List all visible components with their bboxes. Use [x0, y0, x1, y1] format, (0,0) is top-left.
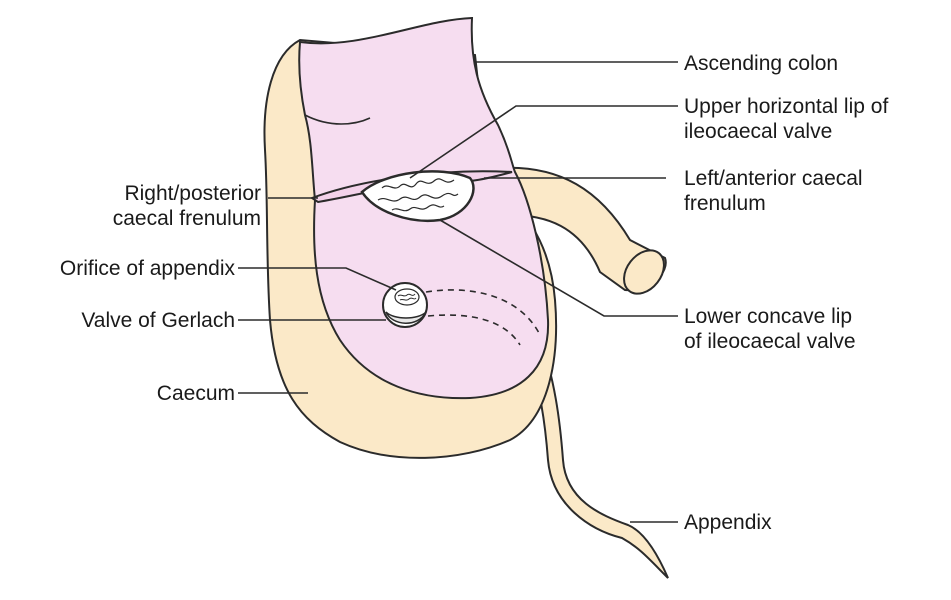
ileocaecal-valve-opening [360, 170, 475, 222]
label-left-frenulum: Left/anterior caecal frenulum [684, 167, 863, 215]
leader-lines [238, 61, 678, 523]
ileum-opening [623, 249, 665, 295]
valve-mucosal-folds [377, 178, 459, 212]
label-upper-lip: Upper horizontal lip of ileocaecal valve [684, 95, 889, 143]
label-right-frenulum: Right/posterior caecal frenulum [112, 182, 261, 230]
label-orifice-of-appendix: Orifice of appendix [59, 257, 235, 280]
leader-orifice [238, 267, 397, 291]
label-lower-lip: Lower concave lip of ileocaecal valve [684, 305, 856, 353]
mucosa-fold [304, 114, 371, 125]
orifice-folds [397, 293, 417, 301]
leader-upper-lip [409, 105, 678, 179]
appendix-lumen-dashed-lower [427, 314, 521, 346]
orifice-opening [394, 288, 420, 306]
label-appendix: Appendix [684, 511, 772, 534]
appendix-lumen-dashed [425, 289, 541, 336]
label-ascending-colon: Ascending colon [684, 52, 839, 75]
leader-lower-lip [439, 219, 678, 317]
label-caecum: Caecum [156, 382, 235, 405]
valve-of-gerlach-fold [385, 311, 427, 324]
label-valve-of-gerlach: Valve of Gerlach [81, 309, 235, 332]
